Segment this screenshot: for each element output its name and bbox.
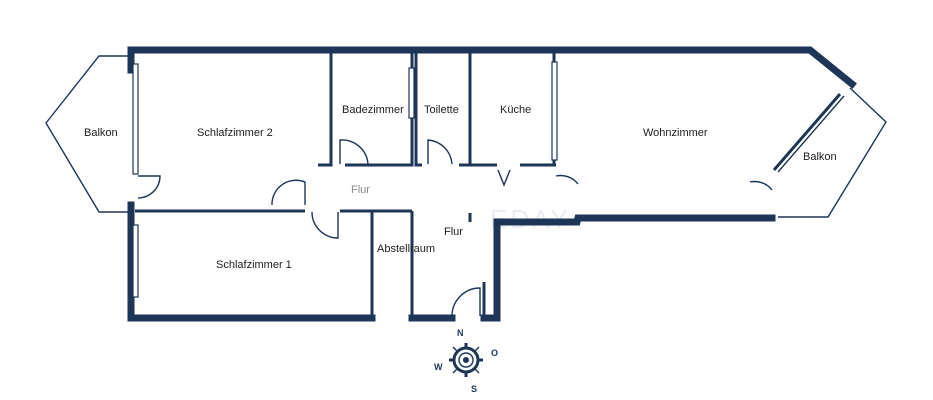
compass-west: W [434, 362, 443, 372]
room-labels: Balkon Schlafzimmer 2 Badezimmer Toilett… [84, 104, 837, 271]
compass-north: N [457, 328, 464, 338]
outer-walls [127, 46, 857, 322]
label-wohnzimmer: Wohnzimmer [643, 127, 708, 139]
label-schlafzimmer-2: Schlafzimmer 2 [197, 127, 273, 139]
label-balkon-right: Balkon [803, 151, 837, 163]
inner-walls [135, 52, 556, 318]
compass-east: O [491, 348, 498, 358]
compass-icon: N O S W [434, 328, 498, 394]
doors [137, 139, 773, 317]
windows [132, 61, 845, 298]
balcony-right-outline [778, 87, 887, 218]
label-flur-upper: Flur [351, 184, 370, 196]
label-kueche: Küche [500, 104, 531, 116]
label-flur-lower: Flur [444, 226, 463, 238]
label-balkon-left: Balkon [84, 127, 118, 139]
compass-south: S [471, 384, 477, 394]
label-badezimmer: Badezimmer [342, 104, 404, 116]
label-abstellraum: Abstellraum [377, 243, 435, 255]
balcony-left-outline [45, 55, 131, 213]
label-toilette: Toilette [424, 104, 459, 116]
label-schlafzimmer-1: Schlafzimmer 1 [216, 259, 292, 271]
